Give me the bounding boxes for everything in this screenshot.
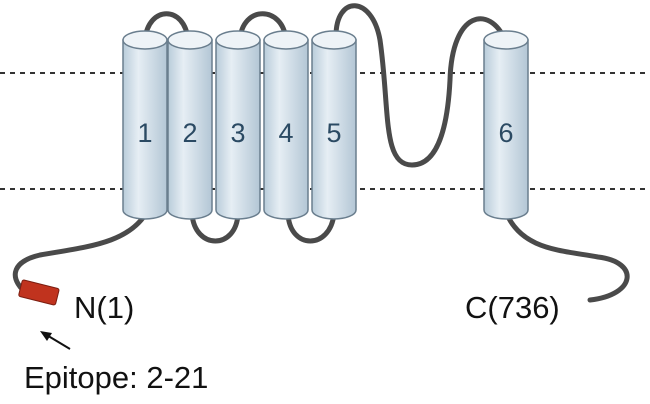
loop-2-3 bbox=[189, 211, 241, 244]
helix-body bbox=[215, 39, 261, 220]
helix-number-label: 3 bbox=[230, 118, 245, 148]
helix-body bbox=[483, 39, 529, 220]
helix-top-cap bbox=[483, 30, 529, 50]
epitope-marker bbox=[18, 279, 60, 306]
helix-body bbox=[167, 39, 213, 220]
helix-top-cap bbox=[122, 30, 168, 50]
helix-body bbox=[263, 39, 309, 220]
helix-number-label: 5 bbox=[326, 118, 341, 148]
loop-1-2 bbox=[142, 11, 191, 43]
helix-2: 2 bbox=[167, 30, 213, 220]
helix-body bbox=[122, 39, 168, 220]
helix-5: 5 bbox=[311, 30, 357, 220]
loop-4-5 bbox=[285, 211, 337, 244]
polypeptide-chain bbox=[12, 3, 630, 303]
epitope-arrowhead bbox=[40, 331, 52, 341]
helix-top-cap bbox=[263, 30, 309, 50]
loop-5-6 bbox=[333, 3, 508, 168]
helix-number-label: 6 bbox=[498, 118, 513, 148]
c-terminal-tail bbox=[502, 207, 630, 303]
epitope-label: Epitope: 2-21 bbox=[24, 360, 208, 395]
helix-1: 1 bbox=[122, 30, 168, 220]
helix-number-label: 4 bbox=[278, 118, 293, 148]
n-terminus-label: N(1) bbox=[74, 290, 134, 325]
helix-4: 4 bbox=[263, 30, 309, 220]
c-terminus-label: C(736) bbox=[465, 290, 560, 325]
helix-top-cap bbox=[215, 30, 261, 50]
helix-top-cap bbox=[311, 30, 357, 50]
helix-6: 6 bbox=[483, 30, 529, 220]
helix-number-label: 1 bbox=[137, 118, 152, 148]
loop-3-4 bbox=[237, 11, 289, 43]
helix-3: 3 bbox=[215, 30, 261, 220]
helix-body bbox=[311, 39, 357, 220]
helix-number-label: 2 bbox=[182, 118, 197, 148]
helix-top-cap bbox=[167, 30, 213, 50]
n-terminal-tail bbox=[12, 207, 151, 299]
